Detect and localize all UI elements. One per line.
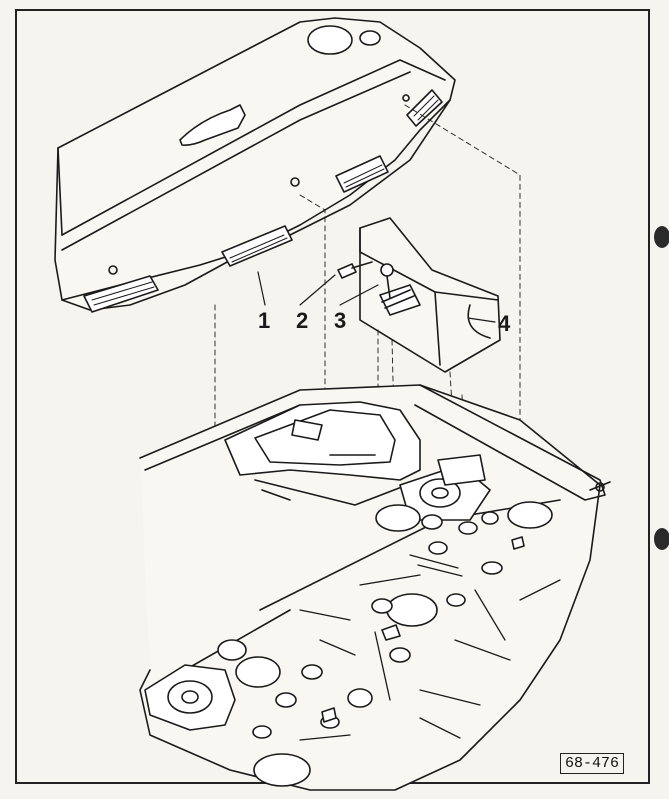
screw-2 [337, 261, 373, 279]
callout-4: 4 [498, 311, 511, 336]
callout-2: 2 [296, 308, 309, 333]
binder-hole-icon [654, 528, 669, 550]
luggage-compartment [139, 384, 611, 791]
figure-number: 68-476 [560, 753, 625, 774]
screw-3 [380, 263, 394, 299]
parcel-shelf [54, 17, 456, 313]
callout-1: 1 [258, 308, 271, 333]
mounting-bracket [359, 217, 501, 373]
callout-3: 3 [334, 308, 347, 333]
binder-hole-icon [654, 226, 669, 248]
